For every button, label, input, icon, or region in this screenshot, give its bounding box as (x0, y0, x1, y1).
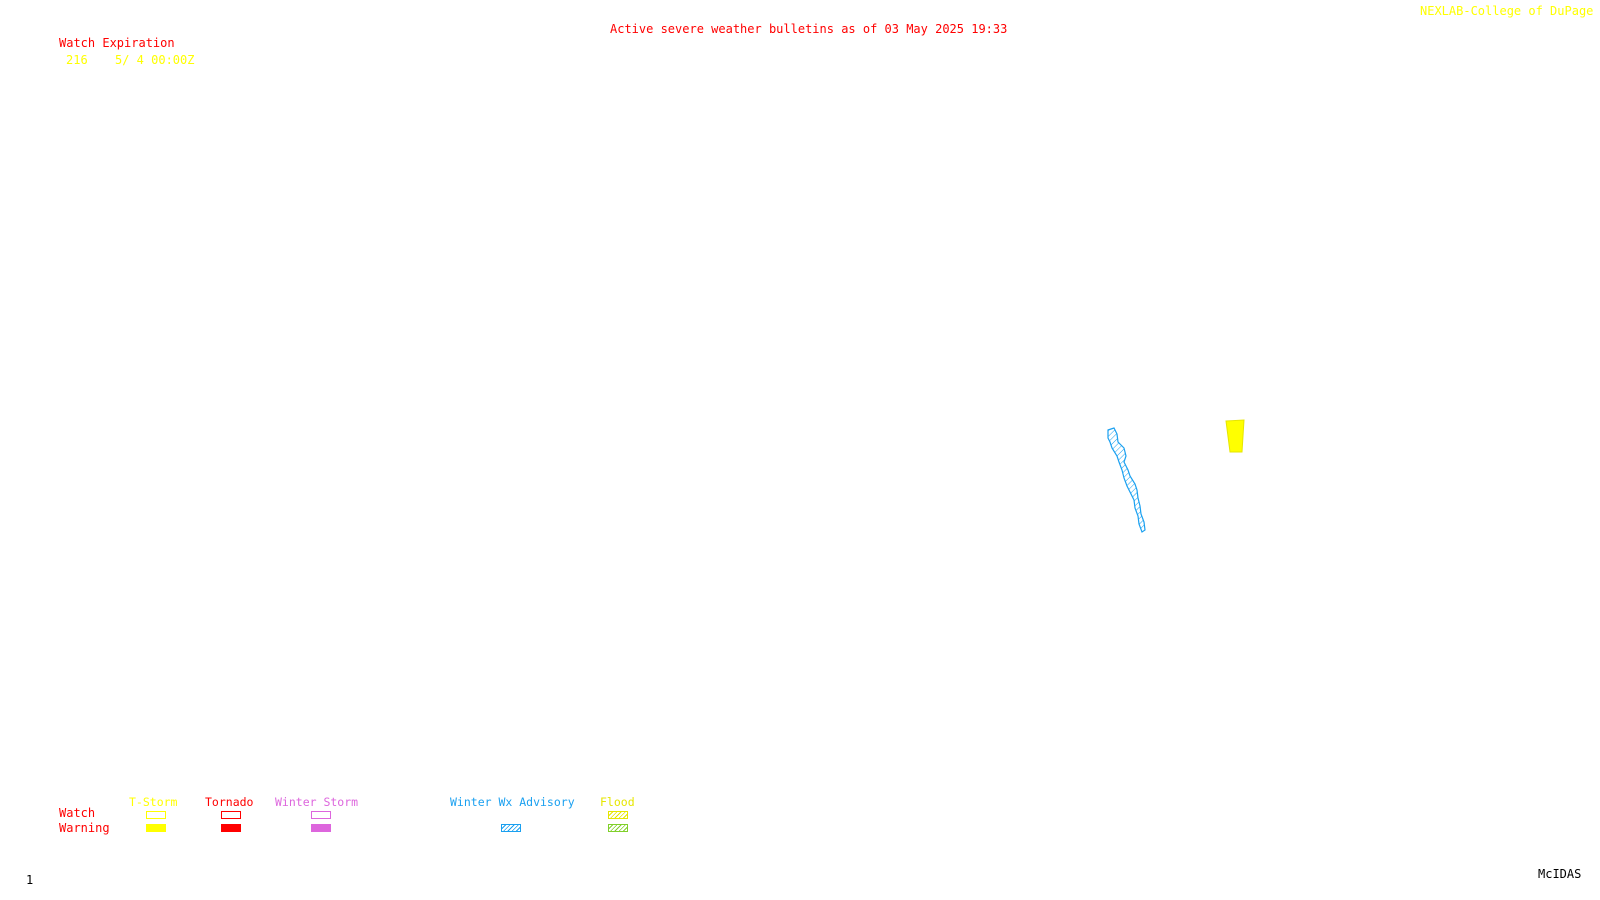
bulletin-title: Active severe weather bulletins as of 03… (610, 22, 1008, 36)
winter-wx-advisory-swatch (501, 824, 521, 832)
frame-number: 1 (26, 873, 34, 887)
legend-label-tornado: Tornado (205, 795, 254, 809)
tornado-warning-swatch (221, 824, 241, 832)
watch-expiry-time: 5/ 4 00:00Z (115, 53, 195, 67)
legend-row-watch: Watch (59, 806, 96, 820)
tstorm-warning-swatch (146, 824, 166, 832)
winter-storm-warning-swatch (311, 824, 331, 832)
tornado-watch-swatch (221, 811, 241, 819)
tstorm-warning-area (1225, 419, 1245, 453)
winter-storm-watch-swatch (311, 811, 331, 819)
legend-label-winter-wx-advisory: Winter Wx Advisory (450, 795, 575, 809)
winter-wx-advisory-area (1107, 427, 1146, 533)
flood-watch-swatch (608, 811, 628, 819)
tstorm-watch-swatch (146, 811, 166, 819)
watch-expiration-heading: Watch Expiration (59, 36, 175, 50)
flood-warning-swatch (608, 824, 628, 832)
legend-label-winter-storm: Winter Storm (275, 795, 359, 809)
watch-number: 216 (66, 53, 88, 67)
legend-row-warning: Warning (59, 821, 110, 835)
credit-label: NEXLAB-College of DuPage R (1420, 4, 1600, 18)
legend-label-tstorm: T-Storm (129, 795, 178, 809)
software-label: McIDAS (1538, 867, 1582, 881)
legend-label-flood: Flood (600, 795, 635, 809)
